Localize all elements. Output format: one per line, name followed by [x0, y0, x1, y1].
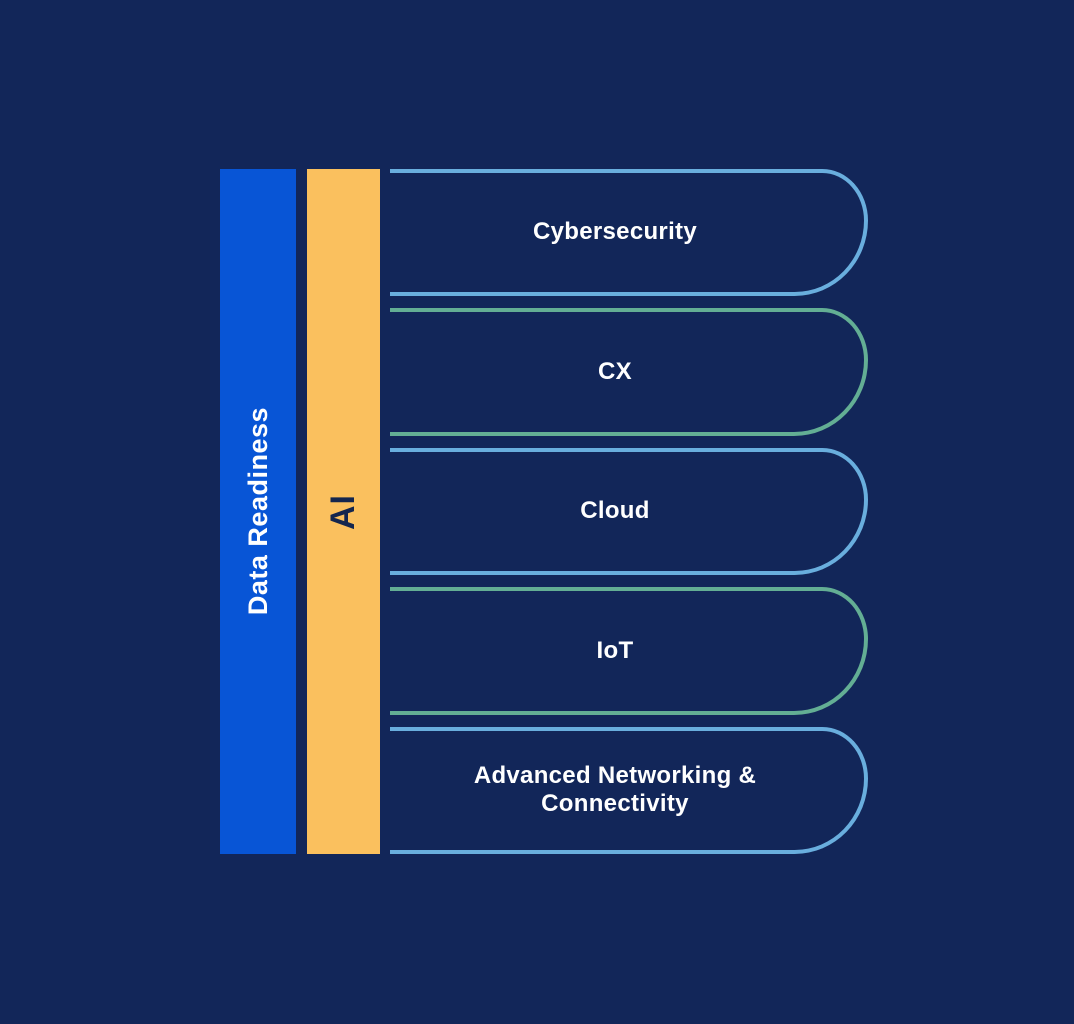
bar-data-readiness-label: Data Readiness: [242, 407, 273, 616]
pillar-4: IoT: [390, 587, 868, 715]
pillar-label: Cloud: [580, 497, 650, 525]
bar-ai: AI: [307, 169, 380, 854]
pillar-label: CX: [598, 357, 632, 385]
bar-ai-label: AI: [324, 493, 362, 530]
bar-data-readiness: Data Readiness: [220, 169, 296, 854]
pillar-1: Cybersecurity: [390, 169, 868, 297]
pillar-5: Advanced Networking & Connectivity: [390, 726, 868, 855]
pillar-stack: Cybersecurity CX Cloud IoT Advanced Netw…: [390, 169, 868, 855]
pillar-label: Cybersecurity: [533, 218, 697, 246]
pillar-label: IoT: [596, 636, 634, 664]
pillar-2: CX: [390, 308, 868, 436]
pillar-label: Advanced Networking & Connectivity: [473, 761, 757, 818]
pillar-3: Cloud: [390, 447, 868, 576]
